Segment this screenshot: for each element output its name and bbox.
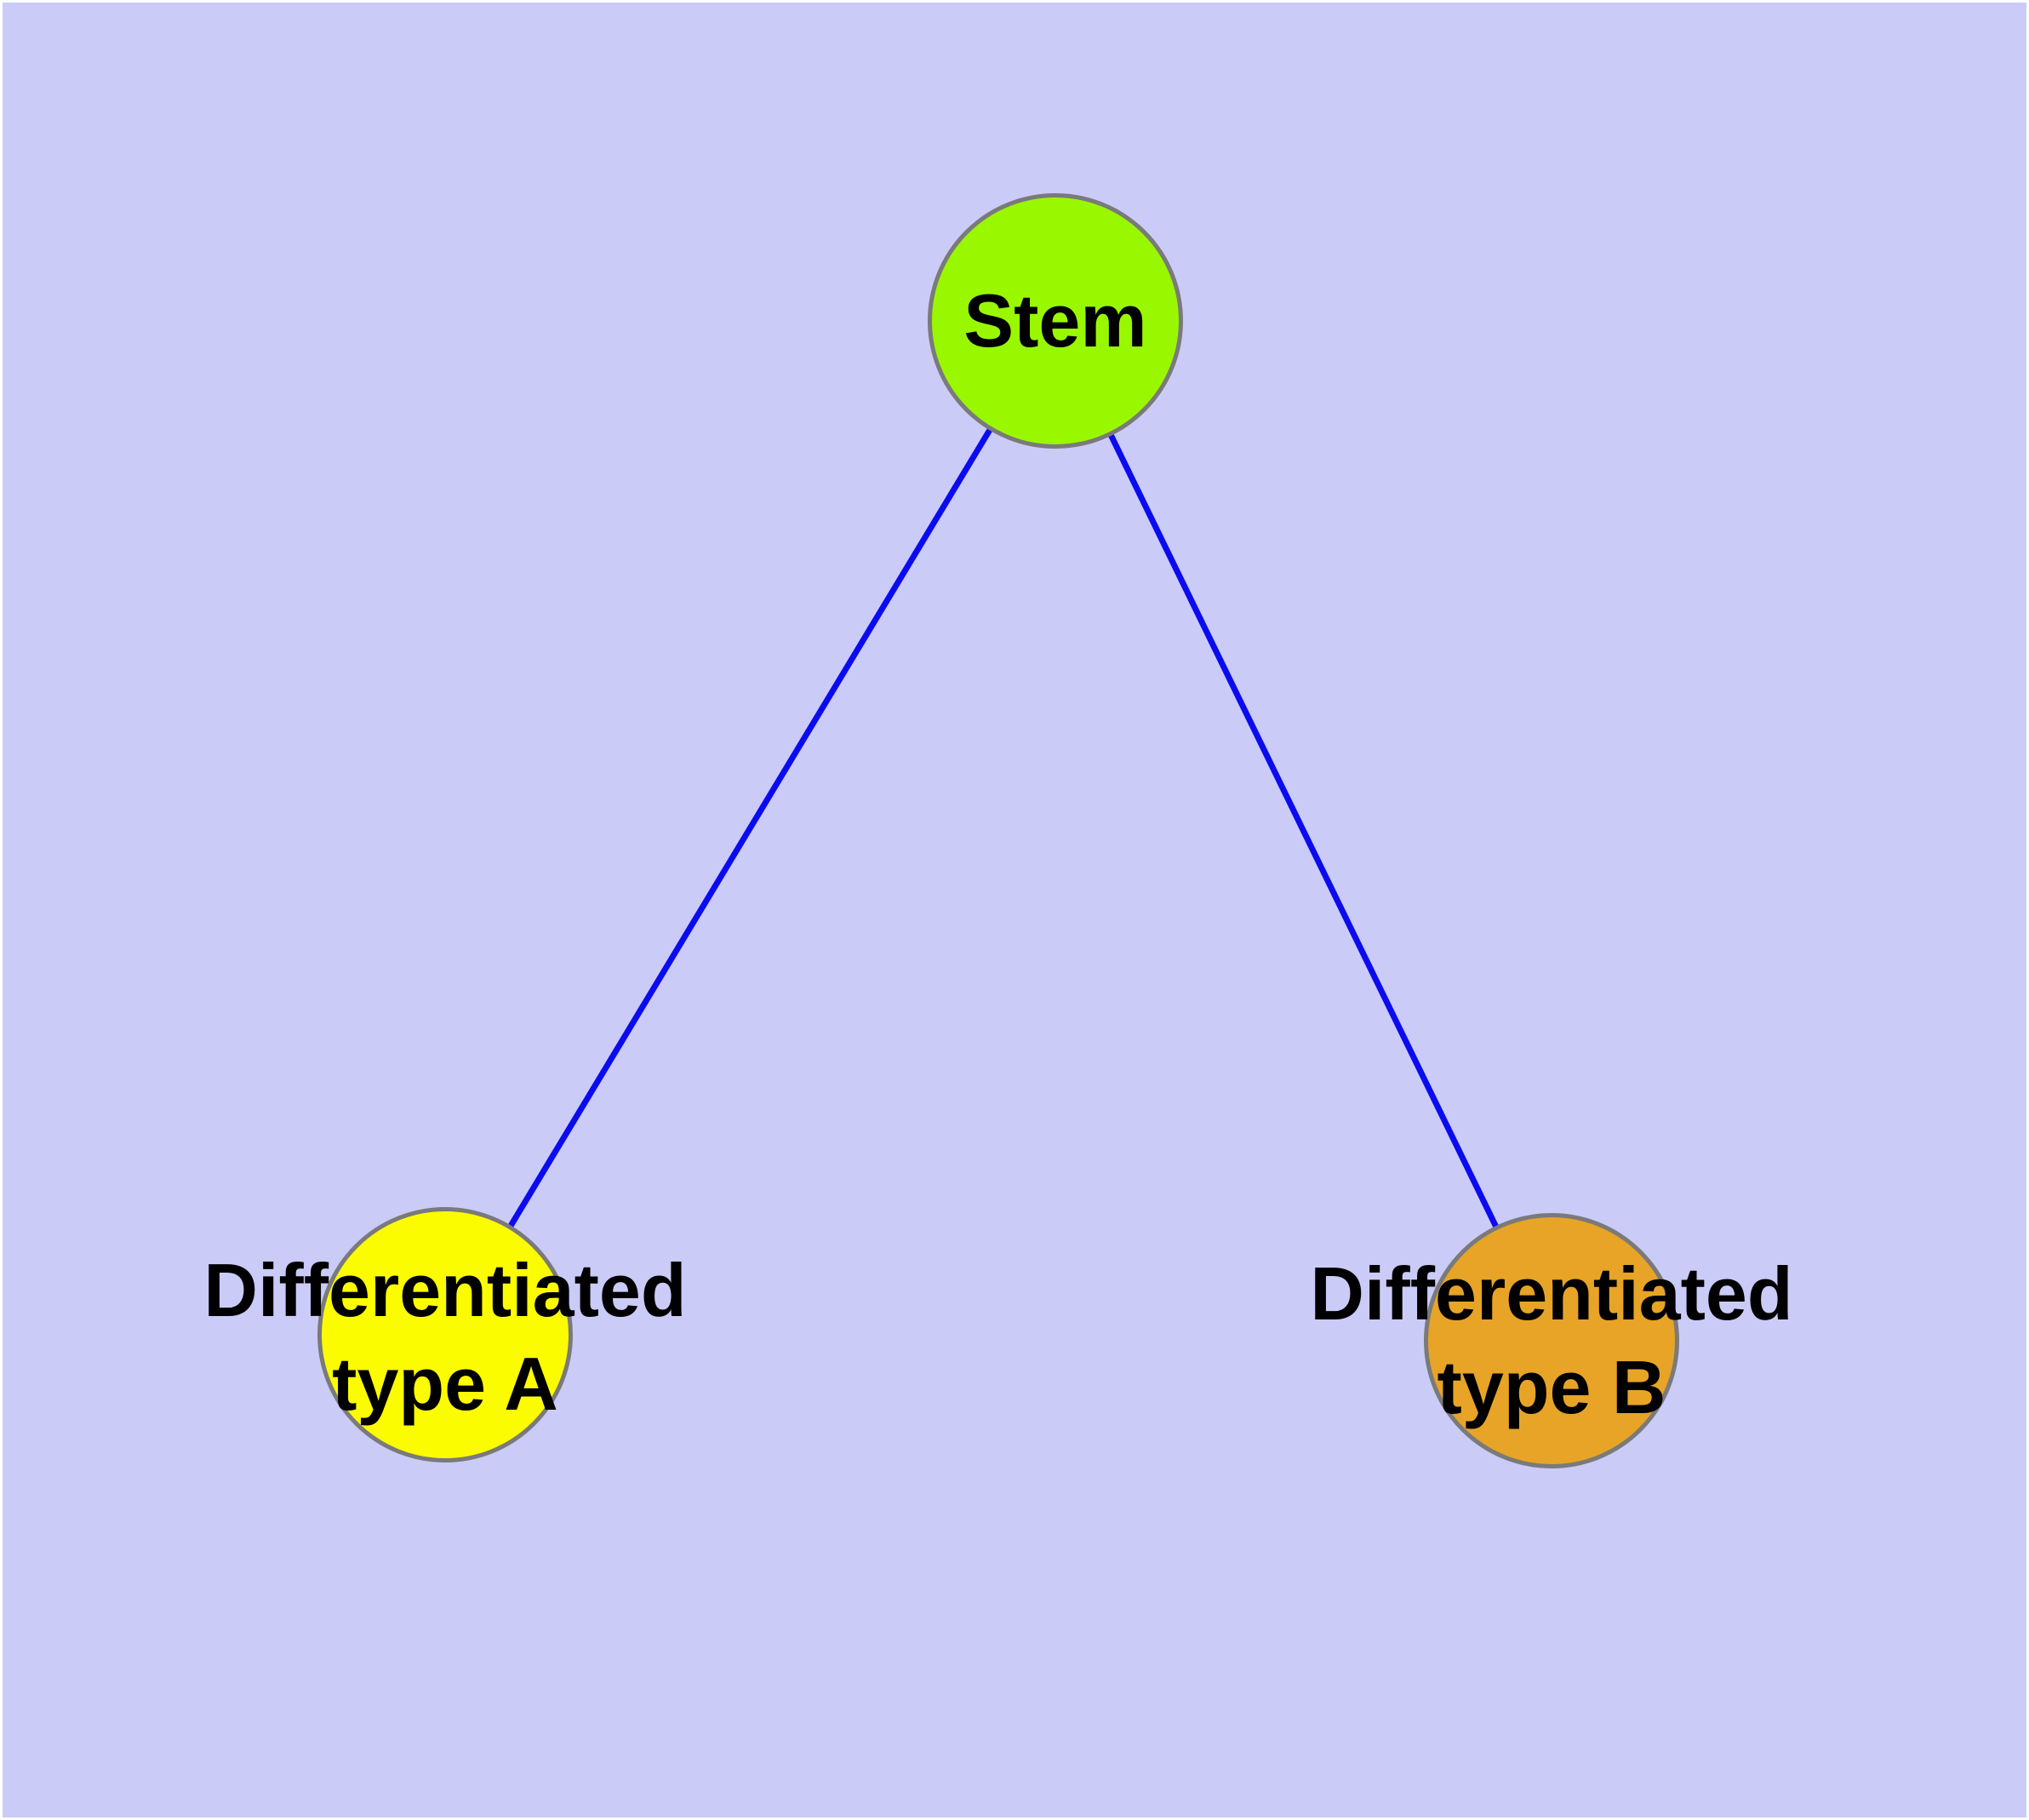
edges-layer (443, 319, 1555, 1342)
node-stem-label: Stem (963, 274, 1146, 368)
edge-stem-to-type-a (443, 319, 1058, 1336)
node-a-label-line-1: Differentiated (203, 1248, 687, 1332)
node-differentiated-type-a-label: Differentiated type A (203, 1244, 686, 1431)
node-stem[interactable] (928, 193, 1183, 449)
node-differentiated-type-b-label: Differentiated type B (1310, 1247, 1792, 1434)
node-differentiated-type-b[interactable] (1424, 1213, 1679, 1468)
node-differentiated-type-a[interactable] (317, 1207, 573, 1462)
node-b-label-line-2: type B (1437, 1345, 1666, 1429)
node-stem-label-line: Stem (963, 278, 1147, 363)
node-a-label-line-2: type A (332, 1342, 558, 1426)
edge-stem-to-type-b (1052, 319, 1555, 1342)
node-b-label-line-1: Differentiated (1310, 1251, 1793, 1336)
